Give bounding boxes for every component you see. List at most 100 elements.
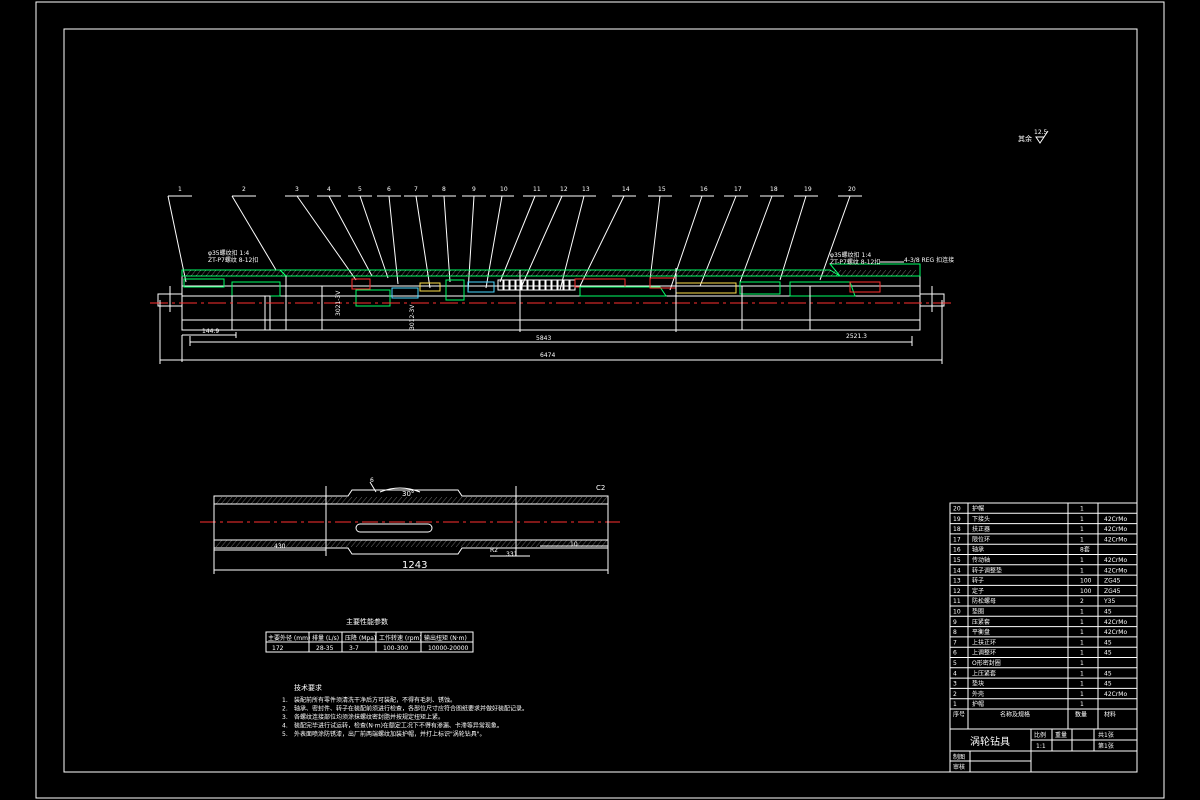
part-material: 45 [1104, 670, 1112, 677]
part-name: 转子调整垫 [972, 566, 1002, 574]
part-qty: 2 [1080, 598, 1084, 605]
balloon-17: 17 [734, 186, 742, 193]
title-block: 涡轮钻具 比例 重量 共1张 1:1 第1张 制图 审核 [949, 728, 1138, 773]
part-material: Y35 [1103, 598, 1115, 605]
balloon-8: 8 [442, 186, 446, 193]
part-name: 扶正器 [972, 525, 990, 533]
part-name: 限位环 [972, 535, 990, 543]
annotation-right-b: ZT-P7螺纹 8-12扣 [830, 258, 880, 266]
annotation-center-b: 3012-3V [409, 304, 416, 330]
tech-requirements: 技术要求 1.装配前所有零件须清洗干净后方可装配，不得有毛刺、锈蚀。2.轴承、密… [282, 683, 528, 738]
part-no: 20 [953, 506, 961, 513]
part-name: 压紧套 [972, 618, 990, 626]
part-material: 42CrMo [1104, 557, 1127, 564]
part-name: 外壳 [972, 690, 984, 698]
part-qty: 1 [1080, 691, 1084, 698]
part-ref-label: 6 [370, 477, 374, 484]
balloon-14: 14 [622, 186, 630, 193]
params-header-3: 工作转速 (rpm) [379, 634, 422, 642]
balloon-5: 5 [358, 186, 362, 193]
tech-item-text: 外表面喷涂防锈漆，出厂前两端螺纹加装护帽，并打上标识"涡轮钻具"。 [294, 730, 486, 738]
part-qty: 1 [1080, 526, 1084, 533]
dim-right-length: 2521.3 [846, 333, 867, 340]
part-name: 上压紧套 [972, 669, 996, 677]
drawing-name: 涡轮钻具 [970, 735, 1010, 748]
part-name: O形密封圈 [972, 659, 1001, 667]
part-qty: 1 [1080, 660, 1084, 667]
part-no: 4 [953, 670, 957, 677]
part-no: 1 [953, 701, 957, 708]
balloon-1: 1 [178, 186, 182, 193]
part-no: 5 [953, 660, 957, 667]
part-no: 9 [953, 619, 957, 626]
part-material: 45 [1104, 650, 1112, 657]
part-no: 7 [953, 639, 957, 646]
balloon-11: 11 [533, 186, 541, 193]
checked-label: 审核 [953, 763, 965, 771]
weight-label: 重量 [1055, 731, 1067, 739]
tech-item-text: 轴承、密封件、转子在装配前须进行检查，各部位尺寸应符合图纸要求并做好装配记录。 [294, 705, 528, 713]
part-name: 轴承 [972, 546, 984, 554]
params-table-title: 主要性能参数 [346, 617, 388, 626]
part-material: 42CrMo [1104, 619, 1127, 626]
part-no: 15 [953, 557, 961, 564]
sheet-number: 第1张 [1098, 742, 1114, 750]
params-header-0: 主要外径 (mm) [268, 634, 310, 642]
tech-item-text: 各螺纹连接部位均须涂抹螺纹密封脂并按规定扭矩上紧。 [294, 713, 444, 721]
part-name: 防松螺母 [972, 597, 996, 605]
roughness-prefix: 其余 [1018, 134, 1032, 143]
header-no: 序号 [953, 711, 965, 719]
balloon-3: 3 [295, 186, 299, 193]
part-qty: 100 [1080, 578, 1092, 585]
part-name: 平衡盘 [972, 628, 990, 636]
part-material: 42CrMo [1104, 516, 1127, 523]
dim-left-length: 144.9 [202, 328, 219, 335]
tech-item-number: 2. [282, 706, 288, 713]
part-qty: 1 [1080, 681, 1084, 688]
balloon-7: 7 [414, 186, 418, 193]
params-value-1: 28-35 [316, 645, 334, 652]
part-name: 定子 [972, 587, 984, 595]
annotation-center-a: 3021-3V [335, 290, 342, 316]
balloon-13: 13 [582, 186, 590, 193]
part-no: 16 [953, 547, 961, 554]
part-name: 上扶正环 [972, 638, 996, 646]
tech-item-number: 3. [282, 714, 288, 721]
balloon-6: 6 [387, 186, 391, 193]
tech-requirements-title: 技术要求 [294, 683, 322, 692]
drawn-label: 制图 [953, 753, 965, 761]
part-qty: 1 [1080, 670, 1084, 677]
part-name: 上调整环 [972, 649, 996, 657]
balloon-12: 12 [560, 186, 568, 193]
part-qty: 1 [1080, 701, 1084, 708]
part-dim-2: R2 [490, 547, 498, 554]
part-material: ZG45 [1104, 578, 1121, 585]
part-no: 14 [953, 567, 961, 574]
part-no: 12 [953, 588, 961, 595]
balloon-16: 16 [700, 186, 708, 193]
part-no: 10 [953, 609, 961, 616]
params-value-0: 172 [272, 645, 284, 652]
part-no: 2 [953, 691, 957, 698]
part-chamfer-label: C2 [596, 484, 605, 492]
part-qty: 1 [1080, 516, 1084, 523]
part-angle-label: 30° [402, 490, 414, 498]
part-material: 42CrMo [1104, 567, 1127, 574]
part-name: 垫圈 [972, 608, 984, 616]
scale-label: 比例 [1034, 731, 1046, 739]
part-qty: 1 [1080, 619, 1084, 626]
part-qty: 1 [1080, 639, 1084, 646]
params-header-4: 输出扭矩 (N·m) [424, 634, 467, 642]
part-detail-view: 1243 430 R2 331 10 6 30° C2 [200, 477, 620, 574]
